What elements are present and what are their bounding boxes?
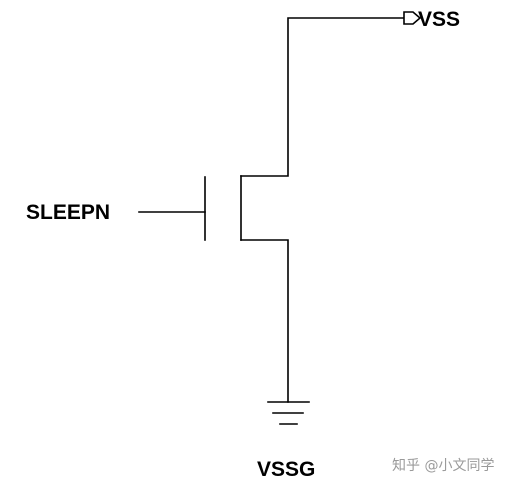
sleepn-label: SLEEPN bbox=[26, 201, 111, 224]
ground-symbol-icon bbox=[267, 401, 310, 425]
watermark-text: 知乎 @小文同学 bbox=[392, 458, 495, 474]
drain-to-vss-wire bbox=[240, 17, 405, 177]
source-to-ground-wire bbox=[240, 239, 289, 403]
output-port-arrow-icon bbox=[403, 11, 422, 25]
vssg-label: VSSG bbox=[257, 458, 316, 481]
vss-label: VSS bbox=[418, 8, 461, 31]
